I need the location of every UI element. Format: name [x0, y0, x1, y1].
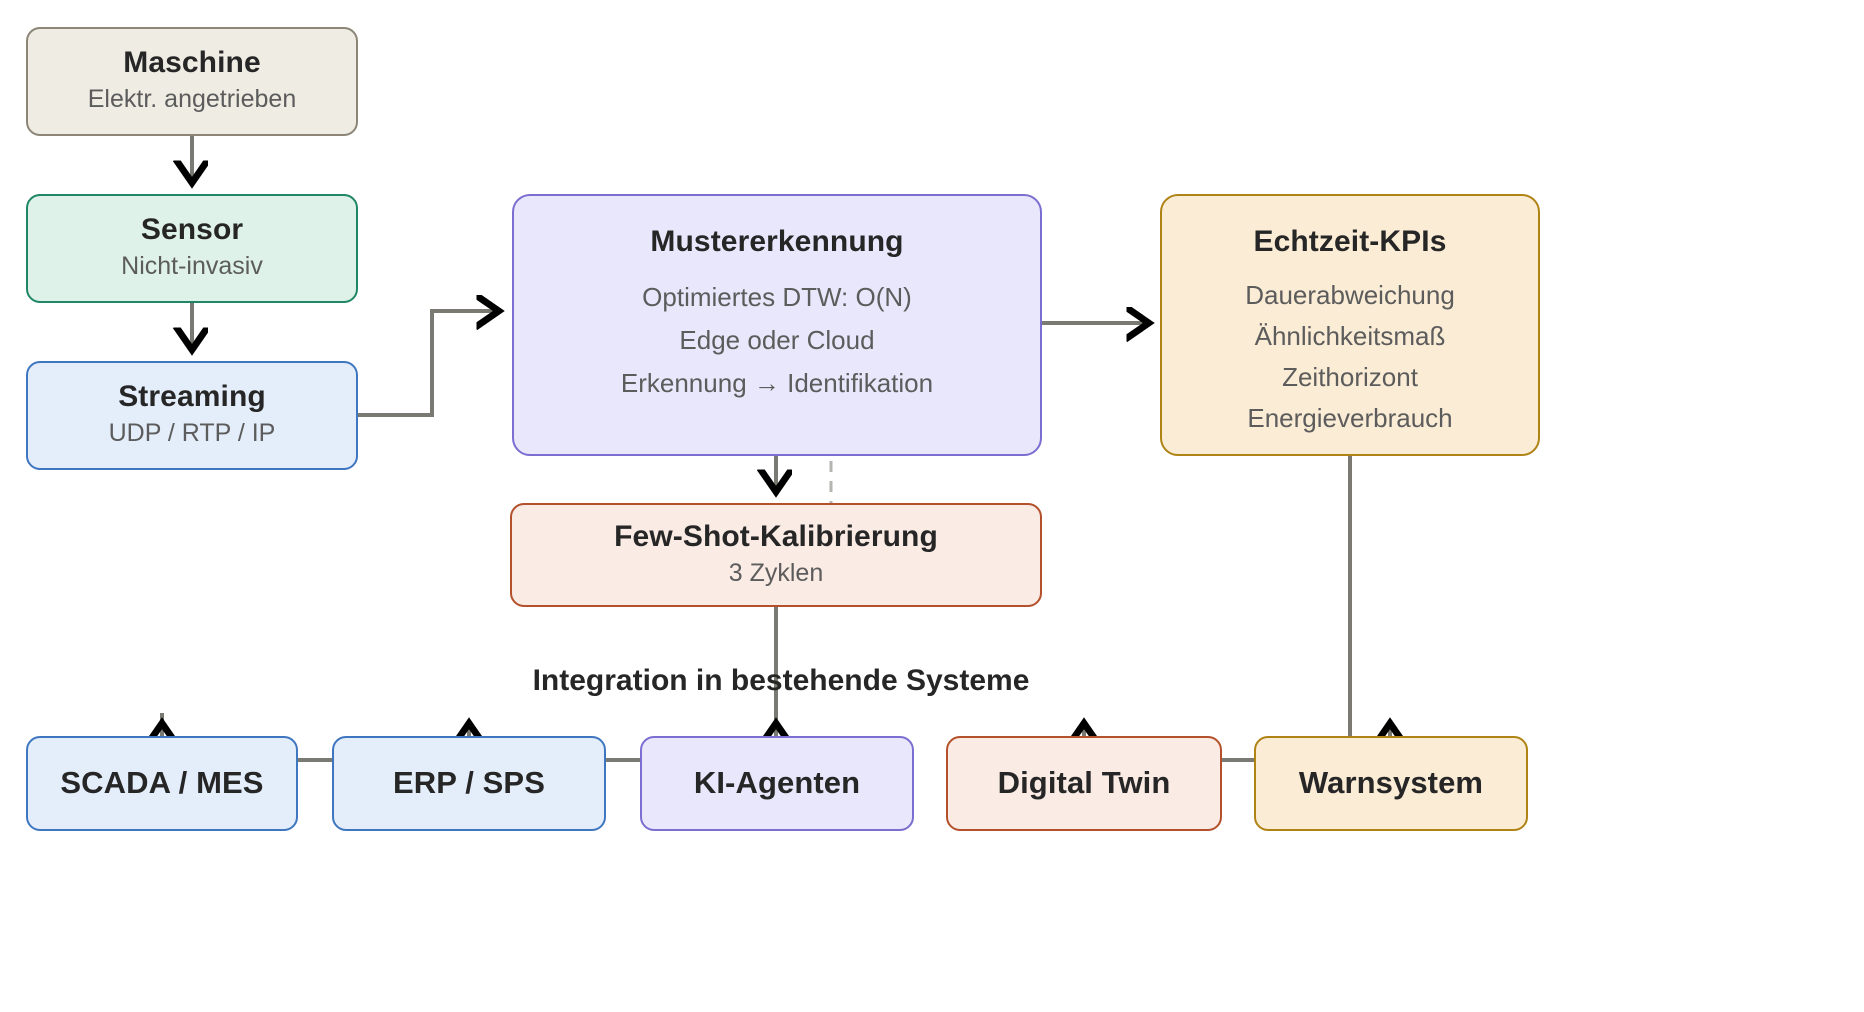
node-few-shot-kalibrierung[interactable]: Few-Shot-Kalibrierung 3 Zyklen: [510, 503, 1042, 607]
node-scada-mes-title: SCADA / MES: [60, 765, 264, 801]
node-mustererkennung-title: Mustererkennung: [650, 225, 904, 258]
node-echtzeit-kpis-line-3: Zeithorizont: [1282, 362, 1418, 393]
node-sensor[interactable]: Sensor Nicht-invasiv: [26, 194, 358, 303]
node-streaming-title: Streaming: [118, 380, 266, 414]
node-ki-agenten-title: KI-Agenten: [693, 765, 861, 801]
node-echtzeit-kpis-line-1: Dauerabweichung: [1245, 280, 1455, 311]
node-sensor-subtitle: Nicht-invasiv: [121, 252, 263, 281]
node-echtzeit-kpis-line-2: Ähnlichkeitsmaß: [1254, 321, 1446, 352]
node-streaming-subtitle: UDP / RTP / IP: [108, 419, 276, 448]
node-mustererkennung[interactable]: Mustererkennung Optimiertes DTW: O(N) Ed…: [512, 194, 1042, 456]
node-maschine-subtitle: Elektr. angetrieben: [87, 85, 297, 114]
node-few-shot-kalibrierung-subtitle: 3 Zyklen: [728, 558, 824, 587]
node-few-shot-kalibrierung-title: Few-Shot-Kalibrierung: [614, 519, 938, 553]
node-echtzeit-kpis[interactable]: Echtzeit-KPIs Dauerabweichung Ähnlichkei…: [1160, 194, 1540, 456]
node-digital-twin[interactable]: Digital Twin: [946, 736, 1222, 831]
node-echtzeit-kpis-line-4: Energieverbrauch: [1247, 403, 1453, 434]
node-mustererkennung-line-1: Optimiertes DTW: O(N): [642, 282, 912, 313]
edge-streaming-muster: [358, 311, 498, 417]
node-ki-agenten[interactable]: KI-Agenten: [640, 736, 914, 831]
node-streaming[interactable]: Streaming UDP / RTP / IP: [26, 361, 358, 470]
node-maschine[interactable]: Maschine Elektr. angetrieben: [26, 27, 358, 136]
node-warnsystem-title: Warnsystem: [1298, 765, 1484, 801]
node-erp-sps[interactable]: ERP / SPS: [332, 736, 606, 831]
node-erp-sps-title: ERP / SPS: [393, 765, 545, 801]
node-echtzeit-kpis-title: Echtzeit-KPIs: [1253, 225, 1447, 258]
bus-label-integration: Integration in bestehende Systeme: [532, 664, 1030, 697]
node-digital-twin-title: Digital Twin: [997, 765, 1171, 801]
node-sensor-title: Sensor: [140, 213, 244, 247]
node-warnsystem[interactable]: Warnsystem: [1254, 736, 1528, 831]
node-mustererkennung-line-2: Edge oder Cloud: [679, 325, 875, 356]
node-maschine-title: Maschine: [123, 46, 261, 80]
node-scada-mes[interactable]: SCADA / MES: [26, 736, 298, 831]
node-mustererkennung-line-3: Erkennung → Identifikation: [620, 368, 934, 399]
